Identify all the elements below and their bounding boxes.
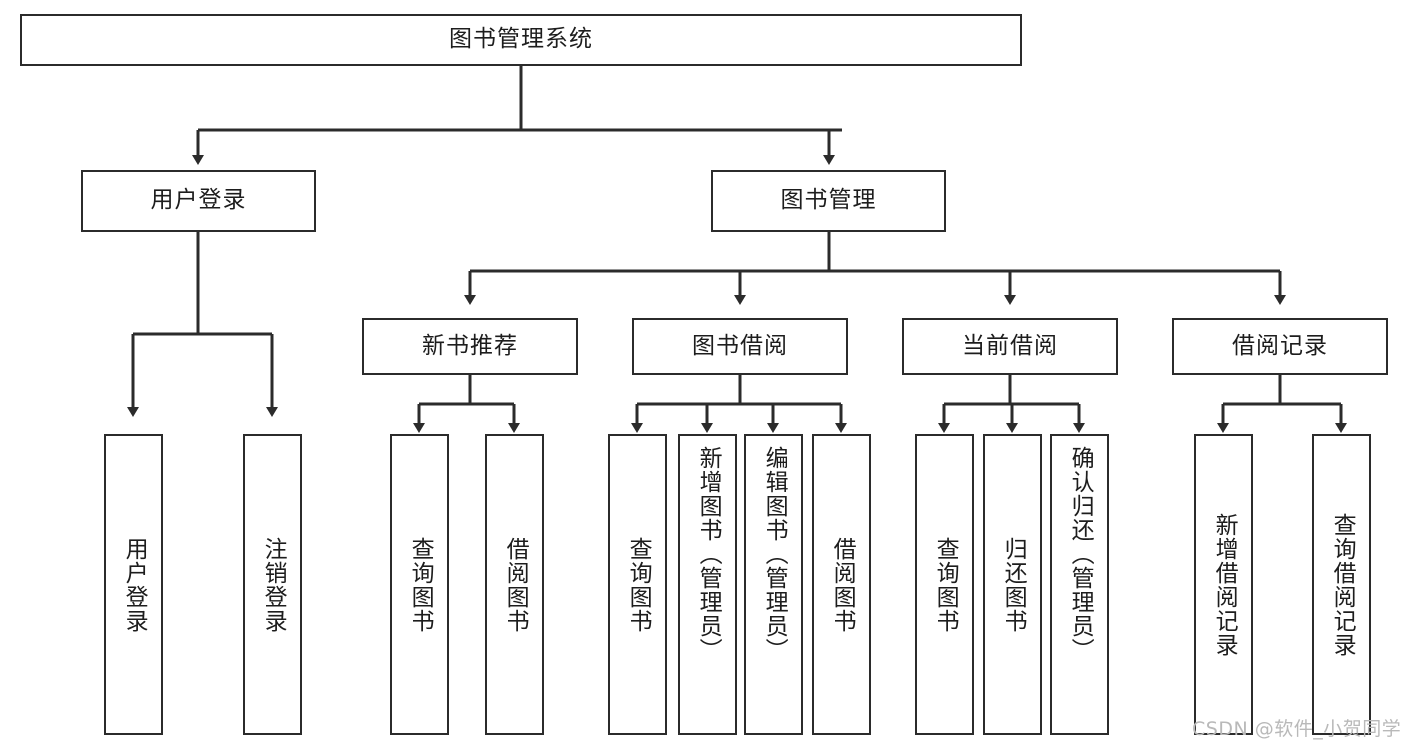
node-label: 借阅图书: [502, 536, 529, 633]
leaf-query-borrow-record[interactable]: 查询借阅记录: [1312, 434, 1371, 735]
leaf-confirm-return-admin[interactable]: 确认归还（管理员）: [1050, 434, 1109, 735]
leaf-query-books-current[interactable]: 查询图书: [915, 434, 974, 735]
node-label: 查询图书: [625, 536, 652, 633]
node-root-system[interactable]: 图书管理系统: [20, 14, 1022, 66]
node-label: 新增图书（管理员）: [695, 446, 722, 662]
leaf-edit-book-admin[interactable]: 编辑图书（管理员）: [744, 434, 803, 735]
node-label: 查询借阅记录: [1329, 512, 1356, 657]
node-book-management[interactable]: 图书管理: [711, 170, 946, 232]
node-label: 注销登录: [260, 536, 287, 633]
node-book-borrow[interactable]: 图书借阅: [632, 318, 848, 375]
node-label: 图书管理: [780, 187, 877, 214]
node-label: 新增借阅记录: [1211, 512, 1238, 657]
leaf-query-books-recommend[interactable]: 查询图书: [390, 434, 449, 735]
leaf-add-borrow-record[interactable]: 新增借阅记录: [1194, 434, 1253, 735]
leaf-query-books-borrow[interactable]: 查询图书: [608, 434, 667, 735]
leaf-return-books[interactable]: 归还图书: [983, 434, 1042, 735]
node-label: 借阅记录: [1232, 332, 1328, 359]
node-label: 用户登录: [121, 536, 148, 633]
leaf-logout[interactable]: 注销登录: [243, 434, 302, 735]
node-label: 归还图书: [1000, 536, 1027, 633]
node-label: 查询图书: [932, 536, 959, 633]
node-label: 新书推荐: [422, 332, 518, 359]
node-label: 查询图书: [407, 536, 434, 633]
leaf-borrow-books-recommend[interactable]: 借阅图书: [485, 434, 544, 735]
node-user-login[interactable]: 用户登录: [81, 170, 316, 232]
node-label: 借阅图书: [829, 536, 856, 633]
leaf-user-login[interactable]: 用户登录: [104, 434, 163, 735]
node-label: 用户登录: [150, 187, 247, 214]
node-current-borrow[interactable]: 当前借阅: [902, 318, 1118, 375]
leaf-borrow-books[interactable]: 借阅图书: [812, 434, 871, 735]
node-label: 图书借阅: [692, 332, 788, 359]
node-new-book-recommend[interactable]: 新书推荐: [362, 318, 578, 375]
node-label: 当前借阅: [962, 332, 1058, 359]
node-label: 编辑图书（管理员）: [761, 446, 788, 662]
csdn-watermark: CSDN @软件_小贺同学: [1192, 718, 1402, 740]
node-label: 确认归还（管理员）: [1067, 446, 1094, 662]
node-label: 图书管理系统: [449, 26, 593, 53]
leaf-add-book-admin[interactable]: 新增图书（管理员）: [678, 434, 737, 735]
node-borrow-records[interactable]: 借阅记录: [1172, 318, 1388, 375]
